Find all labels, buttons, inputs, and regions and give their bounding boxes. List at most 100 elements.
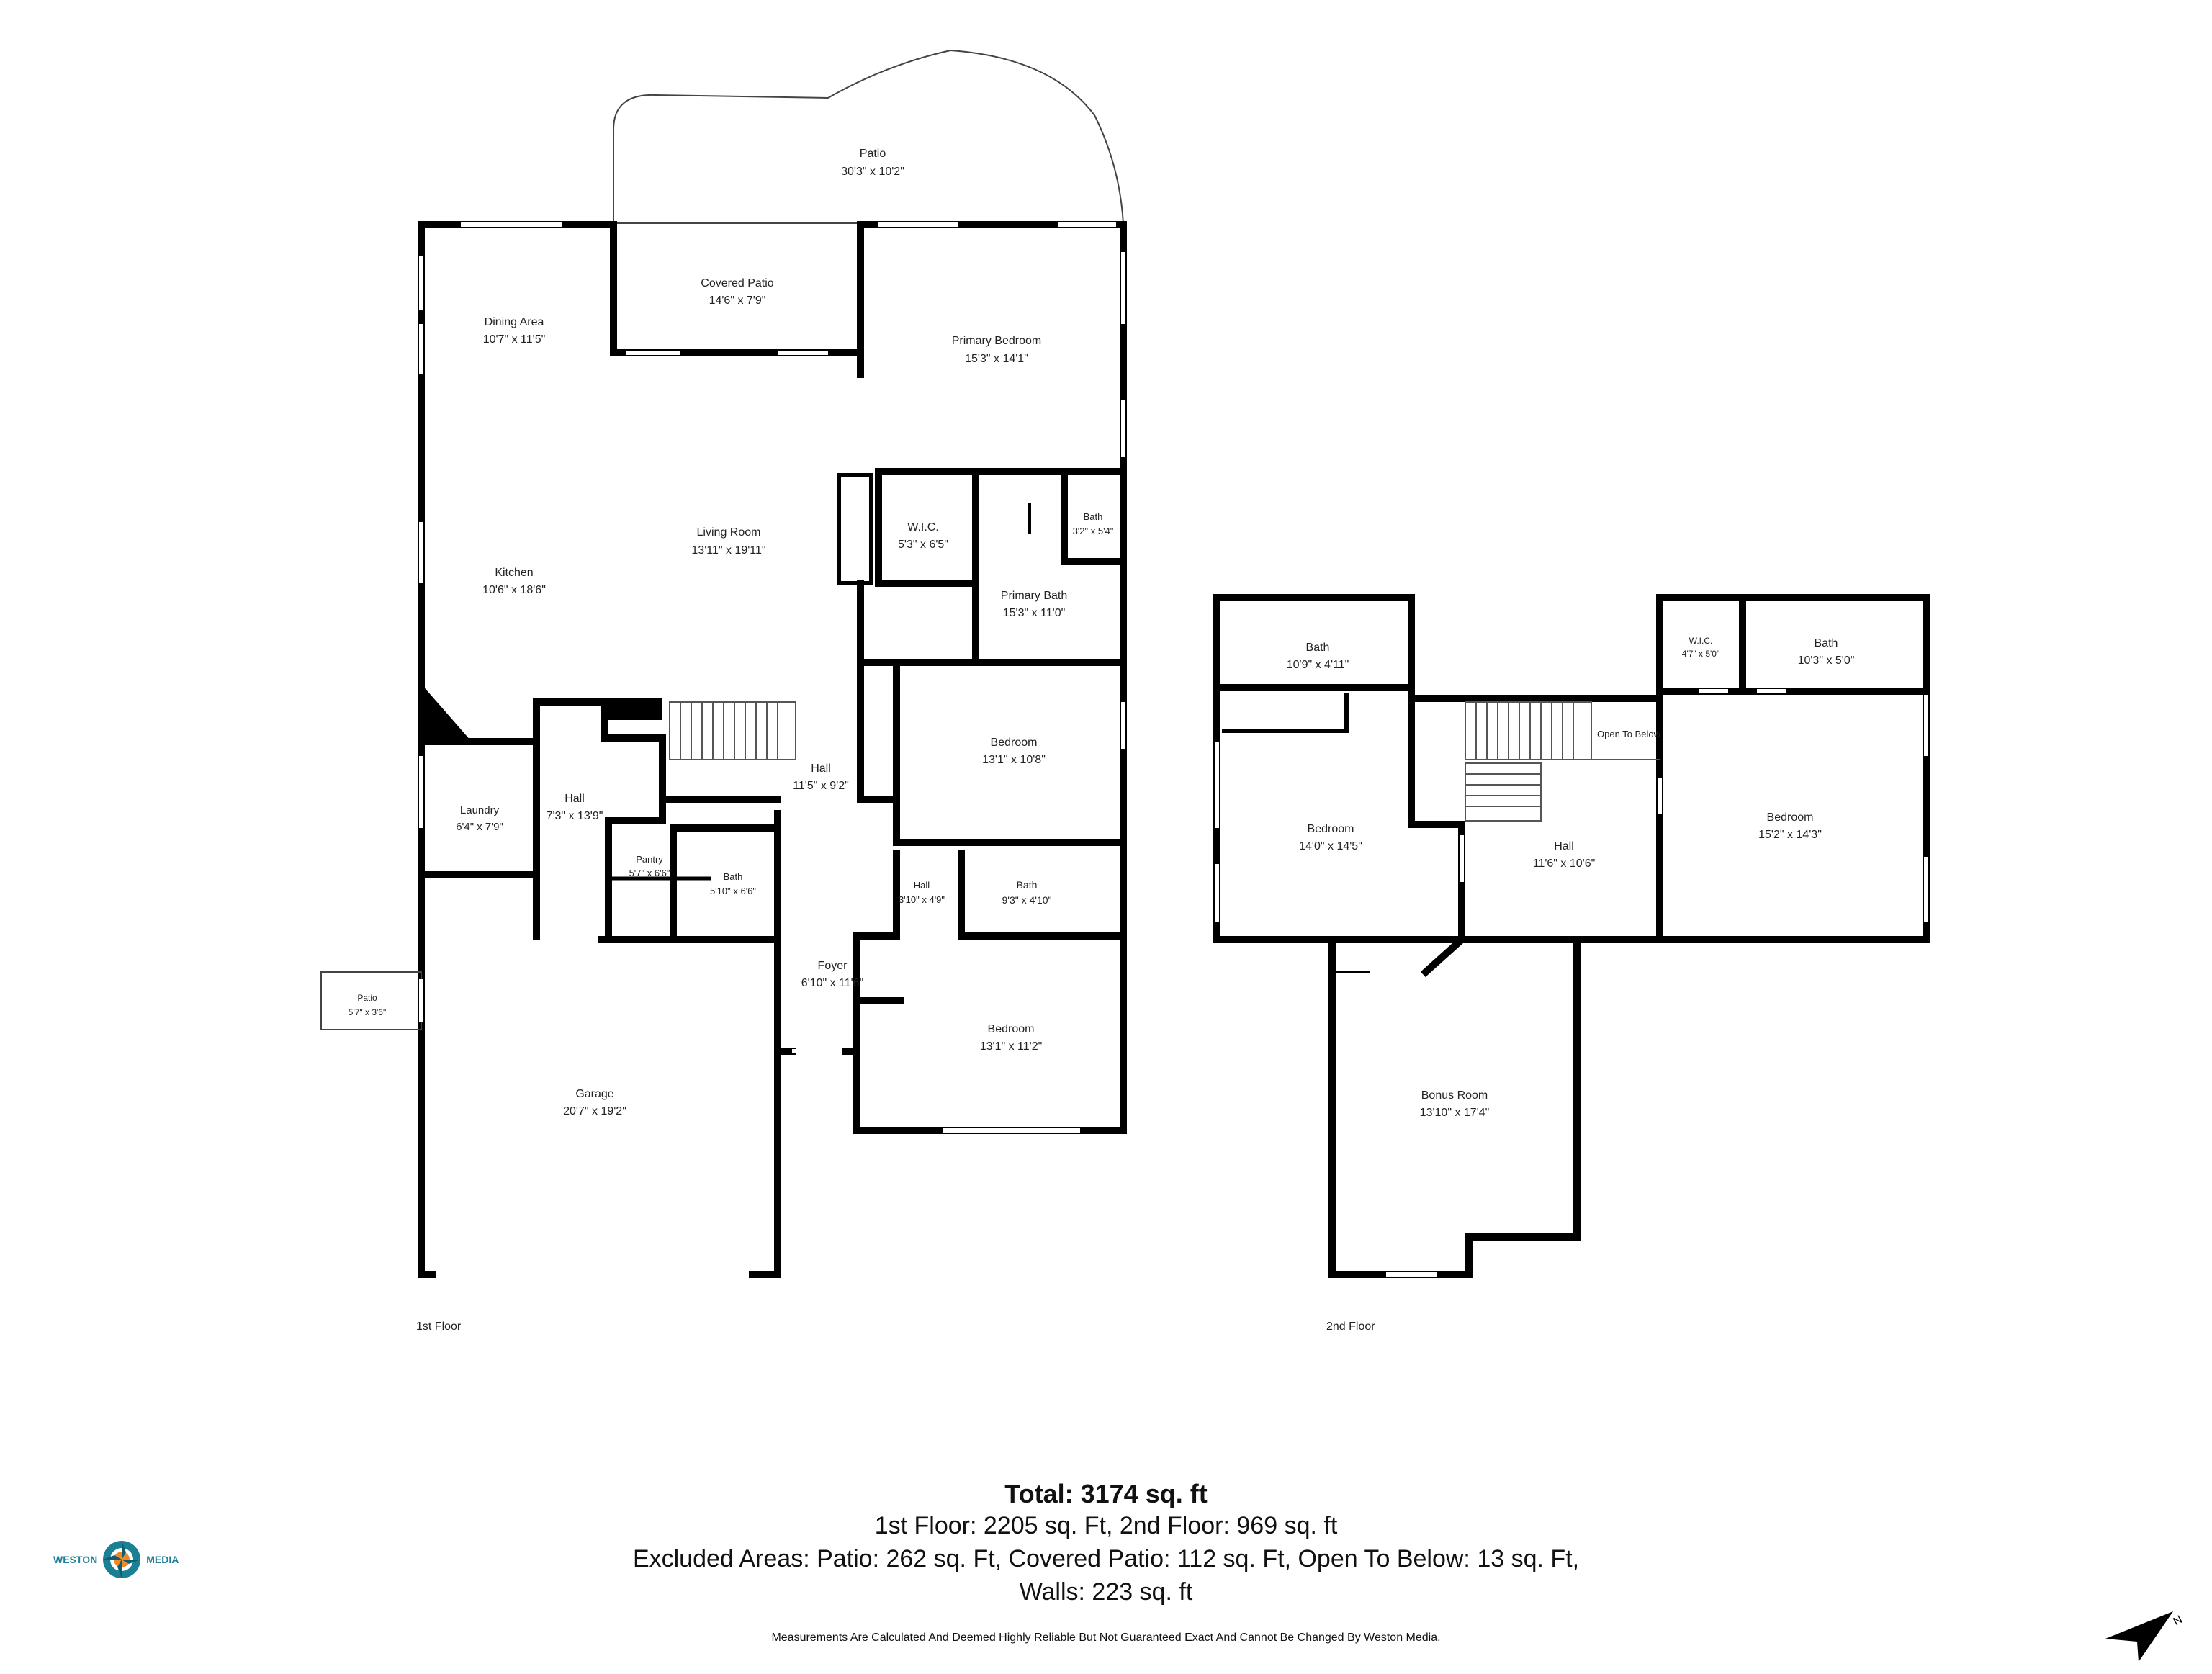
room-dim: 10'9" x 4'11": [1287, 659, 1349, 671]
svg-text:Bedroom: Bedroom: [988, 1023, 1035, 1035]
svg-text:Living Room: Living Room: [697, 526, 761, 539]
svg-text:Hall: Hall: [1554, 840, 1574, 852]
stair-walls: [533, 698, 781, 803]
svg-text:20'7" x 19'2": 20'7" x 19'2": [563, 1105, 626, 1117]
svg-text:6'10" x 11'6": 6'10" x 11'6": [801, 977, 864, 989]
svg-text:3'2" x 5'4": 3'2" x 5'4": [1073, 526, 1114, 536]
room-name: Laundry: [460, 804, 500, 816]
room-dim: 15'3" x 11'0": [1003, 607, 1066, 619]
room-dim: 4'7" x 5'0": [1682, 649, 1719, 659]
fireplace: [837, 473, 873, 585]
svg-text:Pantry: Pantry: [636, 854, 663, 865]
svg-text:Hall: Hall: [811, 762, 831, 775]
wall-west: [418, 221, 464, 1278]
svg-text:Dining Area: Dining Area: [485, 316, 544, 328]
svg-text:Hall: Hall: [565, 793, 585, 805]
room-name: Bath: [1017, 879, 1038, 891]
first-floor-plan: [418, 49, 1127, 1278]
room-name: Bath: [1306, 642, 1330, 654]
summary-total: Total: 3174 sq. ft: [1004, 1479, 1208, 1508]
svg-text:10'3" x 5'0": 10'3" x 5'0": [1798, 654, 1855, 667]
room-name: Foyer: [818, 960, 848, 972]
svg-text:Bedroom: Bedroom: [1308, 823, 1354, 835]
room-name: Open To Below: [1597, 729, 1661, 739]
svg-text:Bonus Room: Bonus Room: [1421, 1089, 1488, 1102]
small-bath-walls: [1061, 468, 1127, 565]
room-dim: 14'0" x 14'5": [1299, 840, 1362, 852]
stairs-2nd: [1465, 701, 1660, 822]
floor-label-2nd: 2nd Floor: [1326, 1320, 1375, 1333]
room-name: Bath: [1815, 637, 1838, 649]
svg-text:Patio: Patio: [860, 148, 886, 160]
room-name: Bath: [1084, 511, 1103, 522]
room-dim: 5'10" x 6'6": [710, 886, 756, 896]
svg-text:13'11" x 19'11": 13'11" x 19'11": [691, 544, 765, 557]
room-name: Bath: [724, 871, 743, 882]
summary-floors: 1st Floor: 2205 sq. Ft, 2nd Floor: 969 s…: [874, 1512, 1338, 1539]
svg-text:7'3" x 13'9": 7'3" x 13'9": [547, 810, 603, 822]
svg-text:5'3" x 6'5": 5'3" x 6'5": [898, 539, 948, 551]
bath-c-walls: [958, 850, 1127, 940]
room-name: Covered Patio: [701, 277, 773, 289]
svg-text:13'10" x 17'4": 13'10" x 17'4": [1420, 1107, 1490, 1119]
windows-2nd: [1215, 689, 1928, 1277]
room-name: Hall: [1554, 840, 1574, 852]
second-floor-plan: [1213, 594, 1930, 1278]
svg-text:14'0" x 14'5": 14'0" x 14'5": [1299, 840, 1362, 852]
svg-text:Bedroom: Bedroom: [1767, 811, 1814, 824]
up-closet: [1222, 693, 1349, 733]
room-name: Bedroom: [991, 737, 1038, 749]
svg-text:W.I.C.: W.I.C.: [907, 521, 939, 534]
svg-text:Open To Below: Open To Below: [1597, 729, 1661, 739]
room-name: Primary Bedroom: [952, 335, 1041, 347]
room-dim: 14'6" x 7'9": [709, 294, 766, 307]
svg-text:Primary Bath: Primary Bath: [1001, 590, 1067, 602]
room-dim: 10'6" x 18'6": [482, 584, 546, 596]
svg-text:Foyer: Foyer: [818, 960, 848, 972]
room-dim: 5'7" x 3'6": [349, 1007, 386, 1017]
up-stair-box: [1408, 695, 1465, 943]
room-dim: 7'3" x 13'9": [547, 810, 603, 822]
room-dim: 13'11" x 19'11": [691, 544, 765, 557]
logo-word-left: WESTON: [53, 1554, 98, 1565]
svg-text:Bedroom: Bedroom: [991, 737, 1038, 749]
north-arrow-icon: N: [2105, 1611, 2185, 1662]
room-name: Bonus Room: [1421, 1089, 1488, 1102]
svg-text:5'10" x 6'6": 5'10" x 6'6": [710, 886, 756, 896]
room-name: Kitchen: [495, 567, 533, 579]
stairs-1st: [669, 701, 796, 760]
patio-outline: [613, 49, 1125, 225]
summary-walls: Walls: 223 sq. ft: [1019, 1578, 1193, 1606]
room-dim: 15'2" x 14'3": [1758, 829, 1822, 841]
logo-word-right: MEDIA: [146, 1554, 179, 1565]
room-dim: 10'3" x 5'0": [1798, 654, 1855, 667]
floor-label-1st: 1st Floor: [416, 1320, 462, 1333]
room-name: Patio: [357, 993, 377, 1003]
svg-text:10'6" x 18'6": 10'6" x 18'6": [482, 584, 546, 596]
disclaimer: Measurements Are Calculated And Deemed H…: [771, 1632, 1441, 1644]
room-name: Hall: [914, 880, 930, 891]
svg-text:Bath: Bath: [1017, 879, 1038, 891]
room-labels: Patio 30'3" x 10'2" Covered Patio 14'6" …: [349, 148, 1855, 1119]
svg-text:11'6" x 10'6": 11'6" x 10'6": [1533, 858, 1596, 870]
kitchen-corner: [421, 684, 472, 742]
north-compass: N: [2095, 1606, 2189, 1674]
weston-media-logo: WESTON MEDIA: [53, 1539, 179, 1580]
room-dim: 13'1" x 11'2": [980, 1040, 1043, 1053]
room-name: Hall: [565, 793, 585, 805]
room-dim: 6'10" x 11'6": [801, 977, 864, 989]
svg-text:Bath: Bath: [1084, 511, 1103, 522]
svg-text:30'3" x 10'2": 30'3" x 10'2": [841, 166, 904, 178]
room-dim: 15'3" x 14'1": [965, 353, 1028, 365]
svg-text:15'3" x 11'0": 15'3" x 11'0": [1003, 607, 1066, 619]
room-name: Pantry: [636, 854, 663, 865]
room-name: Dining Area: [485, 316, 544, 328]
svg-text:W.I.C.: W.I.C.: [1689, 636, 1713, 646]
svg-text:4'7" x 5'0": 4'7" x 5'0": [1682, 649, 1719, 659]
hall-post: [605, 698, 662, 720]
windows-1st: [419, 222, 1125, 1277]
garage-wall-e: [749, 936, 781, 1278]
room-dim: 11'5" x 9'2": [793, 780, 849, 792]
bonus-walls: [1328, 936, 1581, 1278]
